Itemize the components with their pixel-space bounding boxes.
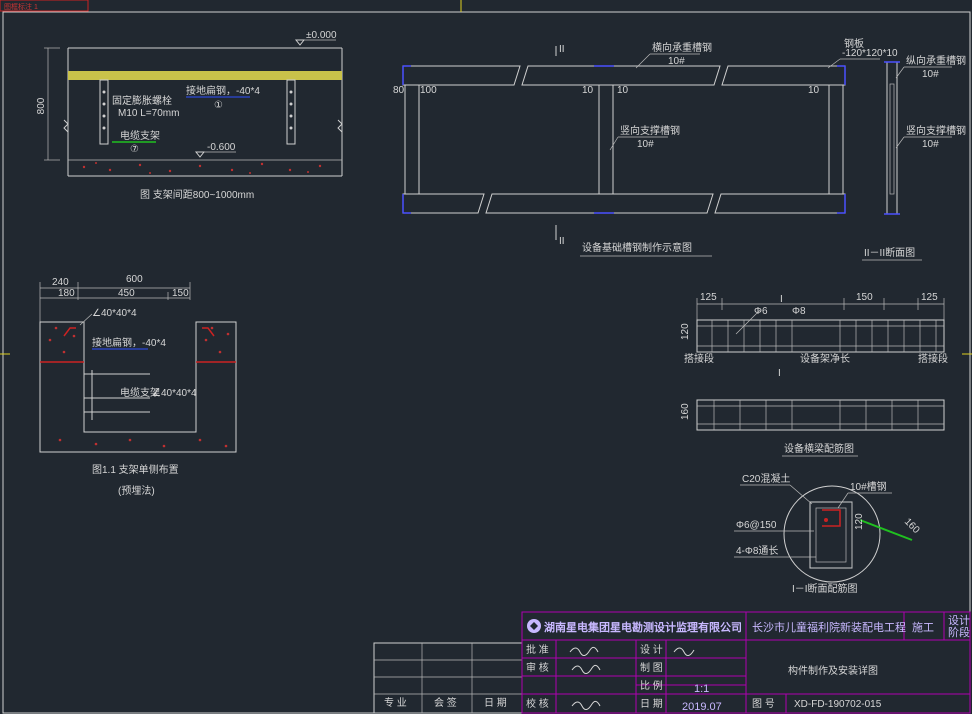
label-bolt-1: 固定膨胀螺栓 <box>112 94 172 107</box>
stage-value: 施工 <box>912 621 934 634</box>
caption-frame: 设备基础槽钢制作示意图 <box>582 241 692 254</box>
dim-125a: 125 <box>700 292 717 303</box>
dim-180: 180 <box>58 288 75 299</box>
caption-support: 图 支架间距800~1000mm <box>140 188 254 201</box>
date-value: 2019.07 <box>682 701 722 713</box>
drawing-name: 构件制作及安装详图 <box>788 664 878 677</box>
signature-approve <box>569 646 599 656</box>
section-caption: II－II断面图 <box>864 246 915 259</box>
plate-size: -120*120*10 <box>842 48 898 59</box>
signature-design <box>673 647 695 656</box>
label-mid: 设备架净长 <box>800 352 850 365</box>
stage-label-2: 阶段 <box>948 625 970 639</box>
row-approve: 批 准 <box>526 643 549 656</box>
label-h-steel-size: 10# <box>668 56 685 67</box>
label-strip: 接地扁钢，-40*4 <box>186 84 260 97</box>
label-cable: 电缆支架 <box>120 129 160 142</box>
company-name: 湖南星电集团星电勘测设计监理有限公司 <box>544 620 742 634</box>
label-angle: ∠40*40*4 <box>152 388 197 399</box>
dim-100: 100 <box>420 85 437 96</box>
hdr-major: 专 业 <box>384 696 407 709</box>
rebar-a: Φ6 <box>754 306 768 317</box>
row-scale: 比 例 <box>640 679 663 692</box>
label-cable-side: 电缆支架 <box>120 386 160 399</box>
plate-label: 钢板 <box>844 37 864 50</box>
grounding-steel-beam <box>68 71 342 80</box>
fig-beam: 125 150 125 Φ6 Φ8 I I 120 搭接段 设备架净长 搭接段 … <box>680 292 948 457</box>
label-v-steel: 竖向支撑槽钢 <box>620 124 680 137</box>
signature-check <box>571 700 601 710</box>
sec-label-h-size: 10# <box>922 69 939 80</box>
hdr-sign: 会 签 <box>434 696 457 709</box>
label-bar: 4-Φ8通长 <box>736 545 778 557</box>
elevation-bottom: -0.600 <box>207 142 236 153</box>
sec-label-v: 竖向支撑槽钢 <box>906 124 966 137</box>
dim-10b: 10 <box>617 85 629 96</box>
drawing-no: XD-FD-190702-015 <box>794 699 882 710</box>
hdr-date: 日 期 <box>484 697 507 709</box>
label-angle-top: ∠40*40*4 <box>92 308 137 319</box>
dim-125b: 125 <box>921 292 938 303</box>
row-check: 校 核 <box>526 697 549 710</box>
mark-i-bottom: I <box>778 368 781 379</box>
caption-section: I－I断面配筋图 <box>792 582 858 595</box>
rebar-b: Φ8 <box>792 306 806 317</box>
mark-i-top: I <box>780 294 783 305</box>
dim-150-beam: 150 <box>856 292 873 303</box>
dim-80: 80 <box>393 85 405 96</box>
label-concrete: C20混凝土 <box>742 472 790 485</box>
fig-side-layout: 240 600 180 450 150 ∠40*40*4 接地扁钢，-40*4 … <box>39 274 237 497</box>
label-h-steel: 横向承重槽钢 <box>652 41 712 54</box>
row-date: 日 期 <box>640 698 663 710</box>
dim-10a: 10 <box>582 85 594 96</box>
dim-150: 150 <box>172 288 189 299</box>
sec-label-h: 纵向承重槽钢 <box>906 54 966 67</box>
section-mark-top: II <box>559 44 565 55</box>
subcaption-side: (预埋法) <box>118 484 155 497</box>
dim-10c: 10 <box>808 85 820 96</box>
drawing-no-label: 图 号 <box>752 698 775 710</box>
caption-beam: 设备横梁配筋图 <box>784 442 854 455</box>
dim-450: 450 <box>118 288 135 299</box>
corner-tag-box <box>0 0 89 12</box>
caption-side: 图1.1 支架单侧布置 <box>92 463 179 476</box>
elevation-top: ±0.000 <box>306 30 337 41</box>
label-left: 搭接段 <box>684 352 714 365</box>
label-right: 搭接段 <box>918 352 948 365</box>
row-draw: 制 图 <box>640 661 663 674</box>
dim-160: 160 <box>680 403 691 420</box>
sec-dim-120: 120 <box>854 513 865 530</box>
label-strip-no: ① <box>214 100 223 111</box>
label-stirrup: Φ6@150 <box>736 520 777 531</box>
project-name: 长沙市儿童福利院新装配电工程 <box>752 620 906 634</box>
signature-review <box>571 664 601 674</box>
dim-600: 600 <box>126 274 143 285</box>
fig-support-spacing: ±0.000 -0.600 800 接地扁钢，-40*4 ① 固定膨胀螺栓 M1… <box>36 30 343 201</box>
label-steel: 10#槽钢 <box>850 480 887 493</box>
section-mark-bottom: II <box>559 236 565 247</box>
fig-steel-frame: II II 80 100 10 10 10 横向承重槽钢 10# 竖向支撑槽钢 … <box>393 37 966 261</box>
sec-label-v-size: 10# <box>922 139 939 150</box>
row-review: 审 核 <box>526 661 549 674</box>
label-bolt-2: M10 L=70mm <box>118 108 179 119</box>
fig-section: 120 160 C20混凝土 10#槽钢 Φ6@150 4-Φ8通长 I－I断面… <box>734 472 922 595</box>
corner-tag: 图框标注 1 <box>4 2 38 11</box>
label-strip-side: 接地扁钢，-40*4 <box>92 336 166 349</box>
label-v-steel-size: 10# <box>637 139 654 150</box>
title-block: 专 业 会 签 日 期 湖南星电集团星电勘测设计监理有限公司 长沙市儿童福利院新… <box>373 611 971 714</box>
scale-value: 1:1 <box>694 683 709 695</box>
row-design: 设 计 <box>640 643 663 656</box>
label-cable-no: ⑦ <box>130 144 139 155</box>
height-dim: 800 <box>36 97 47 114</box>
sec-dim-160: 160 <box>902 516 922 536</box>
stage-label-1: 设计 <box>948 614 970 627</box>
dim-240: 240 <box>52 277 69 288</box>
dim-120: 120 <box>680 323 691 340</box>
